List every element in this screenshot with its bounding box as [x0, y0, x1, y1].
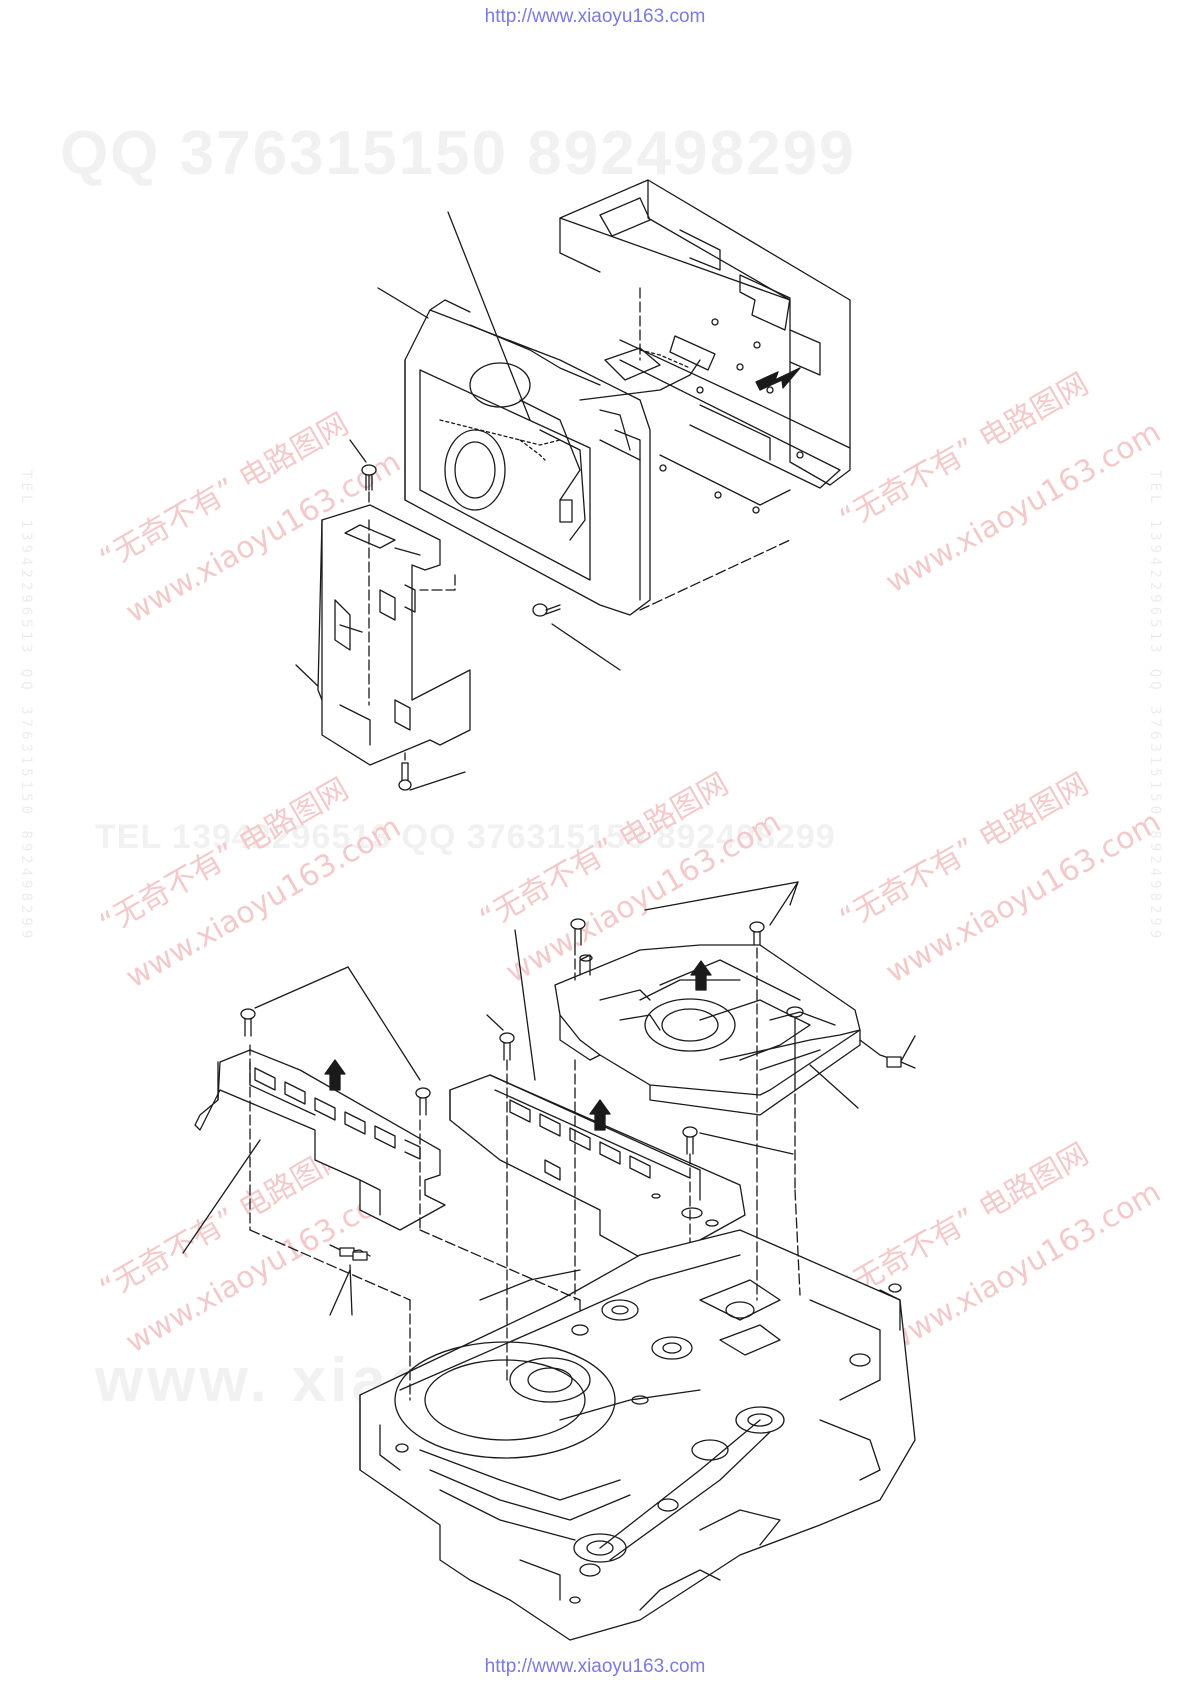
screw-icon: [399, 763, 411, 790]
screw-icon: [533, 604, 560, 616]
watermark-middle-band: TEL 13942296513 QQ 376315150 892498299: [95, 818, 836, 856]
cd-changer-deck: [250, 945, 915, 1640]
cd-mechanism-bracket: [405, 300, 790, 615]
screw-icon: [683, 1127, 697, 1154]
leader-lines-lower: [183, 882, 915, 1315]
rear-chassis-frame: [560, 180, 850, 513]
watermark-side-left: TEL 13942296513 QQ 376315150 892498299: [18, 470, 34, 943]
header-url: http://www.xiaoyu163.com: [484, 6, 706, 27]
screw-icon: [362, 465, 376, 490]
optical-pickup-assembly: [555, 945, 915, 1115]
shield-plate: [318, 505, 470, 765]
screw-icon: [571, 919, 585, 945]
screw-icon: [241, 1009, 255, 1036]
screw-icon: [416, 1088, 430, 1115]
screw-icon: [750, 922, 764, 948]
watermark-qq-top: QQ 376315150 892498299: [60, 119, 856, 188]
left-tray-cover: [195, 1045, 445, 1260]
watermark-side-right: TEL 13942296513 QQ 376315150 892498299: [1147, 470, 1163, 943]
leader-lines-upper: [296, 212, 620, 790]
middle-tray-cover: [450, 1060, 745, 1370]
screw-icon: [500, 1033, 514, 1060]
footer-url: http://www.xiaoyu163.com: [484, 1656, 706, 1677]
